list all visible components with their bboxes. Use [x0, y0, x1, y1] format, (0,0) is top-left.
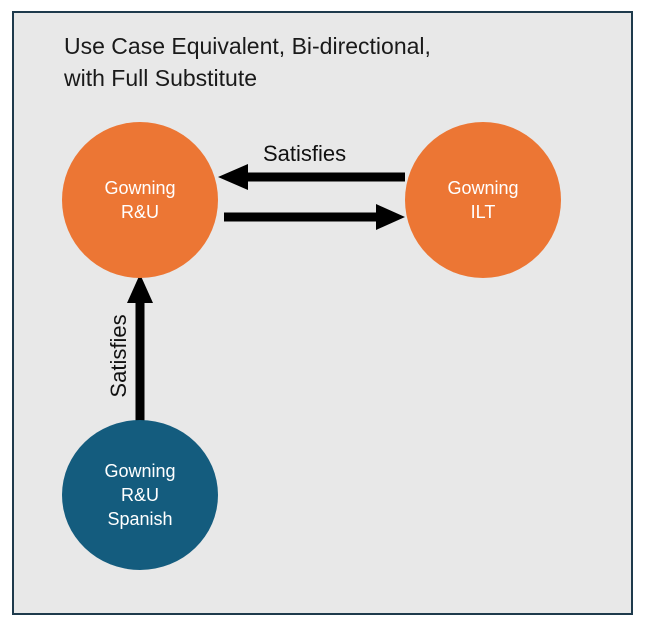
arrow-spanish-to-ru-head	[127, 274, 153, 303]
diagram-title: Use Case Equivalent, Bi-directional, wit…	[64, 30, 584, 94]
node-gowning-ilt-line1: Gowning	[447, 178, 519, 198]
node-gowning-ru-spanish-line1: Gowning	[104, 461, 176, 481]
node-gowning-ilt: Gowning ILT	[405, 122, 561, 278]
node-gowning-ru-spanish-line3: Spanish	[107, 509, 173, 529]
node-gowning-ru-spanish: Gowning R&U Spanish	[62, 420, 218, 570]
node-gowning-ru-line2: R&U	[120, 202, 159, 222]
node-gowning-ru-spanish-line2: R&U	[120, 485, 159, 505]
title-line-2: with Full Substitute	[64, 65, 258, 91]
edge-label-spanish-to-ru: Satisfies	[106, 314, 131, 398]
node-gowning-ru: Gowning R&U	[62, 122, 218, 278]
arrow-ru-to-ilt-head	[376, 204, 405, 230]
node-gowning-ru-line1: Gowning	[104, 178, 176, 198]
edge-label-ilt-to-ru: Satisfies	[263, 141, 347, 166]
arrow-ilt-to-ru-head	[218, 164, 248, 190]
title-line-1: Use Case Equivalent, Bi-directional,	[64, 33, 431, 59]
node-gowning-ilt-line2: ILT	[470, 202, 496, 222]
